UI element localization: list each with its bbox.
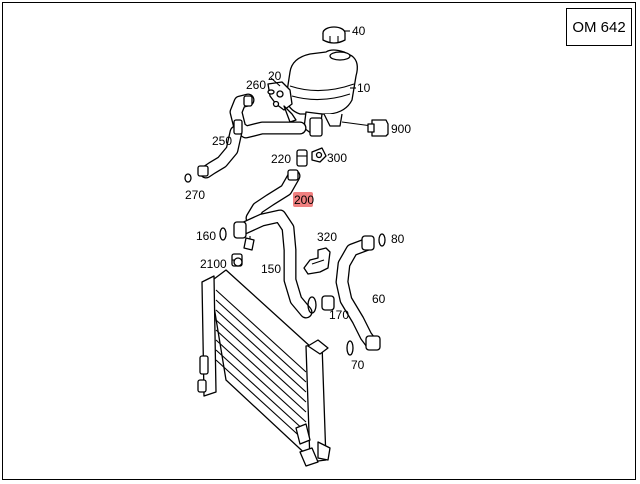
clamp-300[interactable] — [311, 147, 327, 163]
label-170: 170 — [329, 308, 349, 322]
label-320: 320 — [317, 230, 337, 244]
washer-270[interactable] — [184, 173, 192, 183]
seal-ring-70[interactable] — [346, 340, 354, 356]
hose-250[interactable] — [197, 93, 307, 179]
label-20: 20 — [268, 69, 282, 83]
hose-150[interactable] — [233, 209, 313, 319]
label-160: 160 — [196, 229, 216, 243]
label-250: 250 — [212, 134, 232, 148]
hose-60[interactable] — [335, 235, 381, 351]
label-900: 900 — [391, 122, 411, 136]
label-200: 200 — [294, 193, 314, 207]
connector-320[interactable] — [303, 247, 331, 275]
label-40: 40 — [352, 24, 366, 38]
engine-code-badge: OM 642 — [566, 8, 632, 46]
hose-200[interactable] — [245, 169, 301, 225]
label-270: 270 — [185, 188, 205, 202]
seal-ring-160[interactable] — [219, 227, 227, 241]
label-260: 260 — [246, 78, 266, 92]
label-300: 300 — [327, 151, 347, 165]
label-150: 150 — [261, 262, 281, 276]
radiator[interactable] — [197, 269, 331, 467]
seal-ring-170[interactable] — [307, 295, 335, 314]
leader-20 — [270, 77, 281, 87]
label-60: 60 — [372, 292, 386, 306]
label-220: 220 — [271, 152, 291, 166]
fitting-220[interactable] — [296, 149, 308, 167]
tank-cap[interactable] — [322, 26, 346, 44]
washer-260[interactable] — [267, 89, 275, 95]
level-sensor-connector[interactable] — [367, 119, 389, 137]
label-10: 10 — [357, 81, 371, 95]
hose-bracket[interactable] — [267, 81, 297, 123]
seal-ring-80[interactable] — [378, 233, 386, 247]
label-70: 70 — [351, 358, 365, 372]
label-80: 80 — [391, 232, 405, 246]
label-2100: 2100 — [200, 257, 227, 271]
highlight-200 — [293, 192, 313, 207]
